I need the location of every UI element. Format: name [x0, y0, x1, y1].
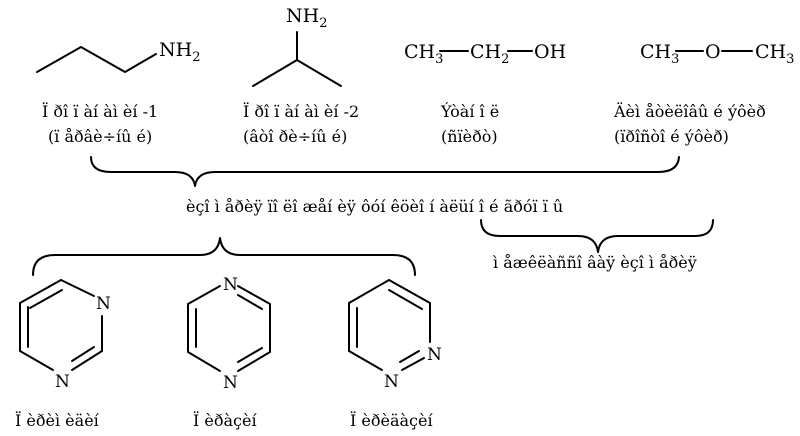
- propylamine-name: Ï ðî ï àí àì èí -1: [42, 101, 158, 121]
- interclass-isomerism-caption: ì åæêëàññî âàÿ èçî ì åðèÿ: [492, 253, 697, 272]
- diazine-brace: [32, 237, 416, 276]
- pyrimidine-double-3: [71, 346, 95, 362]
- positional-brace: [90, 156, 680, 187]
- propylamine-class: (ï åðâè÷íû é): [48, 127, 152, 146]
- ethanol-ch2: CH2: [470, 41, 509, 67]
- pyrazine-name: Ï èðàçèí: [193, 410, 257, 430]
- pyrimidine-double-2: [29, 289, 63, 309]
- pyridazine-n2: N: [384, 372, 399, 392]
- pyrimidine-n2: N: [55, 372, 70, 392]
- propylamine-structure: NH2: [36, 39, 200, 73]
- pyrimidine-n1: N: [96, 294, 111, 314]
- pyrazine-n2: N: [223, 373, 238, 393]
- ethanol-ch3: CH3: [404, 41, 443, 67]
- ethanol-class: (ñïèðò): [441, 127, 498, 146]
- isopropylamine-bond-left: [252, 59, 298, 87]
- ethanol-oh: OH: [534, 41, 566, 63]
- pyrazine-double-2: [237, 294, 263, 310]
- pyridazine-bond-e: [348, 350, 383, 371]
- isopropylamine-structure: NH2: [252, 5, 342, 87]
- isopropylamine-nh2: NH2: [286, 5, 327, 31]
- ether-ch3-left: CH3: [640, 41, 679, 67]
- ether-name: Äèì åòèëîâû é ýôèð: [613, 101, 766, 121]
- ether-ch3-right: CH3: [755, 41, 794, 67]
- pyridazine-bond-d: [401, 357, 425, 371]
- positional-isomerism-caption: èçî ì åðèÿ ïî ëî æåí èÿ ôóí êöèî í àëüí …: [186, 197, 563, 216]
- propylamine-bonds: [36, 46, 157, 73]
- pyrazine-bond-b: [237, 285, 271, 305]
- pyrazine-n1: N: [223, 275, 238, 295]
- pyrazine-bond-e: [187, 351, 221, 372]
- pyridazine-double-3: [399, 350, 420, 363]
- isopropylamine-name: Ï ðî ï àí àì èí -2: [243, 101, 359, 121]
- ether-oxygen: O: [705, 41, 721, 63]
- pyrazine-bond-d: [237, 351, 271, 372]
- pyrimidine-bond-d: [71, 350, 103, 371]
- pyrimidine-structure: N N: [19, 279, 111, 392]
- pyrazine-structure: N N: [187, 275, 271, 393]
- pyrimidine-name: Ï èðèì èäèí: [15, 410, 100, 430]
- pyrimidine-bond-b: [60, 279, 95, 297]
- isopropylamine-class: (âòî ðè÷íû é): [243, 127, 347, 146]
- pyrazine-double-3: [237, 347, 263, 363]
- ethanol-name: Ýòàí î ë: [440, 101, 499, 121]
- pyrimidine-bond-e: [19, 350, 54, 371]
- pyrazine-bond-a: [187, 285, 221, 305]
- propylamine-nh2: NH2: [159, 39, 200, 65]
- pyridazine-name: Ï èðèäàçèí: [350, 410, 433, 430]
- pyrimidine-bond-a: [19, 279, 62, 304]
- ethanol-structure: CH3 CH2 OH: [404, 41, 566, 67]
- ether-class: (ïðîñòî é ýôèð): [614, 127, 729, 146]
- pyridazine-bond-a: [348, 279, 390, 304]
- pyridazine-n1: N: [427, 345, 442, 365]
- isopropylamine-bond-right: [296, 59, 342, 87]
- interclass-brace: [480, 219, 714, 253]
- pyridazine-double-2: [388, 289, 423, 310]
- pyridazine-bond-b: [388, 279, 431, 304]
- pyridazine-structure: N N: [348, 279, 442, 392]
- dimethyl-ether-structure: CH3 O CH3: [640, 41, 794, 67]
